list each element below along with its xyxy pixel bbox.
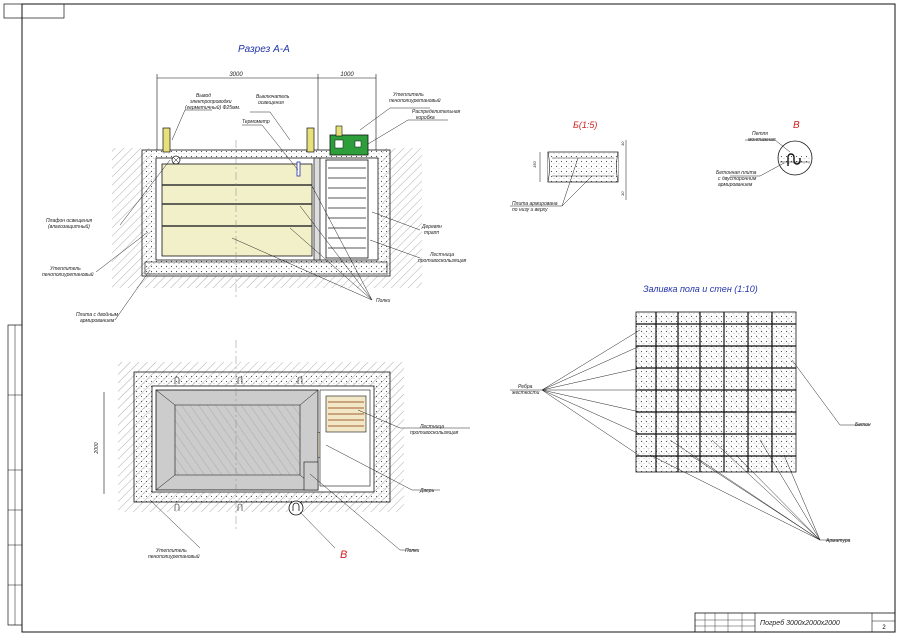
label-insulation-left-2: пенополиуретановый xyxy=(42,271,94,278)
detail-v-title: В xyxy=(793,120,800,131)
sheet-number: 2 xyxy=(882,625,886,631)
label-rebar: Арматура xyxy=(825,538,851,544)
detail-v-drawing xyxy=(777,140,813,176)
label-ribs-2: жесткости xyxy=(511,390,540,396)
label-v-slab-3: армированием xyxy=(718,182,753,188)
label-junction-box-2: коробка xyxy=(416,115,435,121)
dimension-lines xyxy=(156,74,377,150)
label-switch: Выключатель xyxy=(256,94,290,100)
label-ladder-plan-2: противоскользящая xyxy=(410,430,459,436)
label-slab-2: армированием xyxy=(80,318,115,324)
plan-view xyxy=(118,362,404,512)
mounting-loops xyxy=(174,376,303,511)
marker-b-label: В xyxy=(340,549,347,561)
dim-3000: 3000 xyxy=(229,72,243,78)
label-boards: Деревян xyxy=(421,224,442,230)
label-boards-2: трапп xyxy=(424,230,439,236)
label-switch-2: освещения xyxy=(258,100,284,106)
cellar-room xyxy=(161,163,313,257)
vent-pipe-right xyxy=(306,127,315,153)
stamp-title: Погреб 3000х2000х2000 xyxy=(760,619,840,627)
sheet-frame xyxy=(21,3,896,633)
label-insulation-plan-2: пенополиуретановый xyxy=(148,553,200,560)
label-b-plate-2: по низу и верху xyxy=(512,207,548,213)
dim-150: 150 xyxy=(532,161,537,168)
ladder-section xyxy=(325,159,369,259)
label-slab: Плита с двойным xyxy=(76,311,119,318)
label-insulation-top-2: пенополиуретановый xyxy=(389,97,441,104)
label-shelves-plan: Полки xyxy=(405,548,419,554)
leader-lines-plan xyxy=(149,409,470,551)
label-insulation-left: Утеплитель xyxy=(50,266,81,272)
shelves-section xyxy=(162,184,312,227)
vent-pipe-left xyxy=(162,127,171,153)
label-thermometer: Термометр xyxy=(242,119,270,125)
pour-grid xyxy=(635,311,797,473)
dim-2000: 2000 xyxy=(94,442,100,454)
label-v-loop: Петля xyxy=(752,131,768,137)
label-lamp-2: (влагозащитный) xyxy=(48,223,90,230)
label-ladder-plan: Лестница xyxy=(419,424,444,430)
section-title: Разрез А-А xyxy=(238,44,290,55)
top-left-stamp xyxy=(3,3,65,19)
leader-lines-pour xyxy=(510,329,870,541)
leader-lines-b xyxy=(510,157,593,207)
label-door: Дверь xyxy=(419,488,435,494)
label-v-loop-2: монтажная xyxy=(748,137,776,143)
detail-b-title: Б(1:5) xyxy=(573,120,597,130)
leader-lines-section xyxy=(95,107,448,321)
label-vyvod: Вывод xyxy=(196,93,211,99)
detail-v-marker-circle xyxy=(288,500,304,516)
label-junction-box: Распределительная xyxy=(412,109,461,115)
detail-b-drawing xyxy=(539,140,627,200)
label-ladder: Лестница xyxy=(429,252,454,258)
label-v-slab-2: с двусторонним xyxy=(718,176,757,182)
label-v-slab: Бетонная плита xyxy=(716,170,757,176)
label-insulation-top: Утеплитель xyxy=(393,92,424,98)
label-concrete: Бетон xyxy=(855,422,871,428)
title-block xyxy=(694,612,896,633)
label-b-plate: Плита армирована xyxy=(512,201,558,207)
label-shelves: Полки xyxy=(376,298,390,304)
label-ladder-2: противоскользящая xyxy=(418,258,467,264)
leader-lines-v xyxy=(730,139,791,177)
switch-icon xyxy=(334,139,344,149)
dim-1000: 1000 xyxy=(340,72,354,78)
dim-10-bottom: 10 xyxy=(620,191,625,196)
pour-title: Заливка пола и стен (1:10) xyxy=(643,284,758,294)
label-insulation-plan: Утеплитель xyxy=(156,548,187,554)
label-vyvod-3: (герметичный) Ф25мм. xyxy=(185,104,240,111)
label-vyvod-2: электропроводки xyxy=(190,99,232,105)
partition-wall xyxy=(313,157,321,261)
label-ribs: Ребра xyxy=(518,384,533,390)
dim-10-top: 10 xyxy=(620,141,625,146)
label-lamp: Плафон освещения xyxy=(46,218,93,224)
